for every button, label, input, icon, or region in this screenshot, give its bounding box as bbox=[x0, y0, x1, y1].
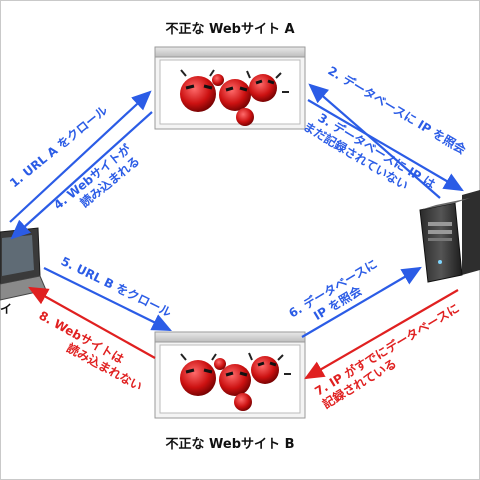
site-b-window bbox=[154, 331, 306, 419]
step-4-label: 4. Webサイトが 読み込まれる bbox=[50, 141, 142, 212]
step-5-label: 5. URL B をクロール bbox=[59, 254, 174, 320]
client-label: イ bbox=[0, 302, 12, 316]
arrow-step-3 bbox=[308, 83, 441, 199]
arrow-step-8 bbox=[28, 286, 156, 359]
arrow-step-4 bbox=[10, 111, 153, 240]
arrow-step-5 bbox=[43, 267, 172, 331]
site-a-title: 不正な Webサイト A bbox=[165, 22, 294, 37]
malware-icon bbox=[180, 352, 291, 411]
laptop-icon bbox=[0, 227, 47, 301]
site-b-title: 不正な Webサイト B bbox=[166, 437, 295, 452]
site-a-window bbox=[154, 46, 306, 130]
server-tower-icon bbox=[419, 190, 480, 283]
arrow-step-1 bbox=[9, 90, 152, 223]
arrow-step-7 bbox=[304, 289, 459, 380]
arrow-step-6 bbox=[301, 266, 422, 338]
arrow-step-2 bbox=[307, 99, 464, 192]
malware-icon bbox=[180, 69, 289, 126]
step-7-line-1: 7. IP がすでにデータベースに bbox=[312, 300, 462, 398]
